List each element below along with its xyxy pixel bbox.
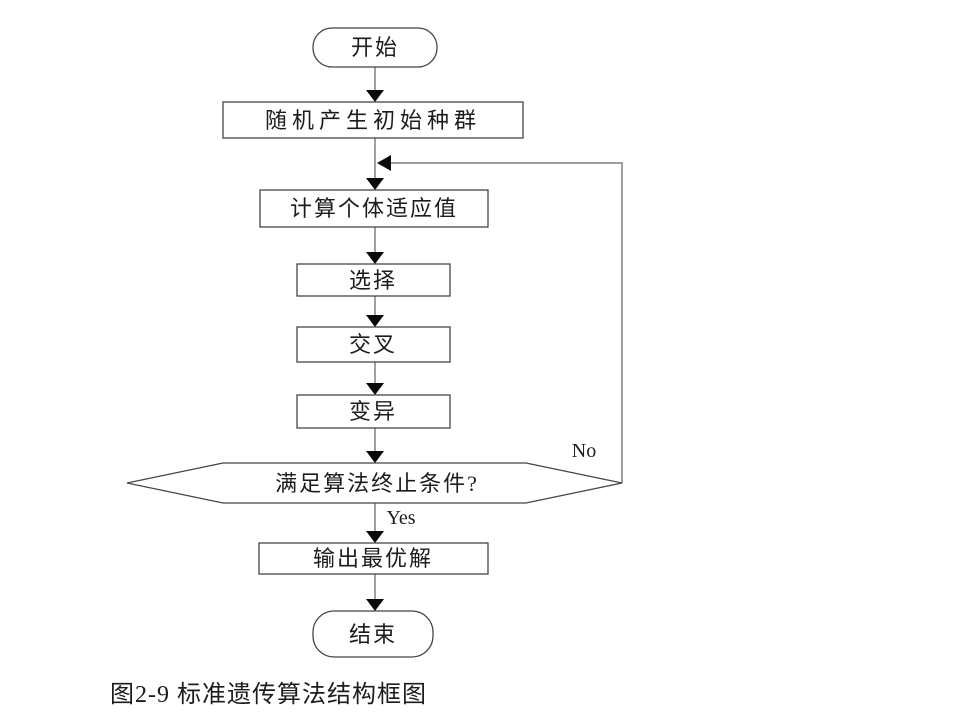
node-crossover: 交叉: [296, 326, 451, 363]
arrow-down-icon: [366, 451, 384, 463]
node-compute-individual-fitness: 计算个体适应值: [259, 189, 489, 228]
node-label: 开始: [351, 35, 399, 60]
process-shape: [259, 189, 489, 228]
process-shape: [296, 326, 451, 363]
terminator-shape: [312, 27, 438, 68]
node-label: 结束: [349, 622, 397, 647]
edge-label-yes: Yes: [386, 507, 415, 529]
arrow-down-icon: [366, 90, 384, 102]
node-label: 变异: [349, 399, 397, 424]
node-termination-check: 满足算法终止条件?: [126, 462, 623, 504]
node-generate-initial-population: 随机产生初始种群: [222, 101, 524, 139]
node-start: 开始: [312, 27, 438, 68]
figure-caption: 图2-9 标准遗传算法结构框图: [110, 681, 427, 708]
arrow-down-icon: [366, 531, 384, 543]
node-label: 选择: [349, 268, 397, 293]
node-selection: 选择: [296, 263, 451, 297]
arrow-down-icon: [366, 315, 384, 327]
process-shape: [258, 542, 489, 575]
arrow-down-icon: [366, 252, 384, 264]
edge-no-feedback-loop: [391, 162, 623, 483]
process-shape: [296, 263, 451, 297]
arrow-down-icon: [366, 599, 384, 611]
decision-shape: [126, 462, 623, 504]
arrow-down-icon: [366, 178, 384, 190]
edge-label-no: No: [572, 440, 596, 462]
arrow-left-icon: [377, 155, 391, 171]
node-output-best-solution: 输出最优解: [258, 542, 489, 575]
node-label: 输出最优解: [313, 546, 433, 571]
node-label: 随机产生初始种群: [265, 108, 481, 133]
node-label: 满足算法终止条件?: [275, 471, 479, 496]
node-label: 交叉: [349, 332, 397, 357]
node-mutation: 变异: [296, 394, 451, 429]
arrow-down-icon: [366, 383, 384, 395]
node-label: 计算个体适应值: [290, 196, 458, 221]
process-shape: [222, 101, 524, 139]
process-shape: [296, 394, 451, 429]
terminator-shape: [312, 610, 434, 658]
node-end: 结束: [312, 610, 434, 658]
flow-connectors: [366, 67, 623, 611]
